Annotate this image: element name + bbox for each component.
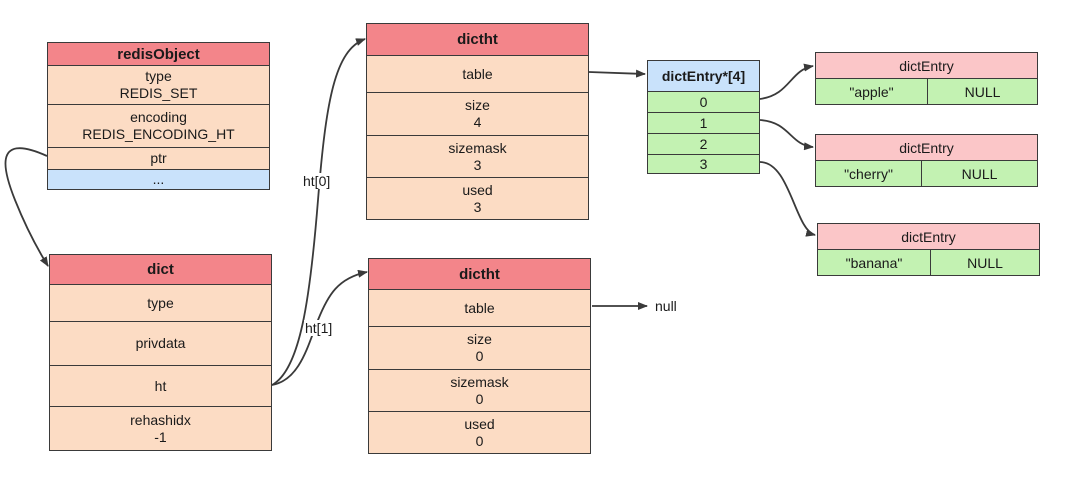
rehashidx-value: -1 [154, 428, 167, 445]
table-array-title: dictEntry*[4] [648, 61, 759, 91]
table-slot-3: 3 [648, 154, 759, 173]
table-array-box: dictEntry*[4] 0 1 2 3 [647, 60, 760, 174]
dict-entry-key: "banana" [818, 250, 930, 275]
redis-object-rest: ... [48, 169, 269, 189]
slot3-to-banana-arrow [759, 161, 816, 237]
redis-object-encoding: encoding REDIS_ENCODING_HT [48, 104, 269, 147]
slot1-to-cherry-arrow [759, 119, 814, 151]
dict-ht: ht [50, 365, 271, 406]
dict-entry-apple: dictEntry "apple" NULL [815, 52, 1038, 105]
dict-entry-title: dictEntry [818, 224, 1039, 250]
redis-object-title: redisObject [48, 43, 269, 65]
rehashidx-label: rehashidx [130, 411, 191, 428]
dict-entry-cherry: dictEntry "cherry" NULL [815, 134, 1038, 187]
dictht-0-table: table [367, 55, 588, 92]
redis-object-box: redisObject type REDIS_SET encoding REDI… [47, 42, 270, 190]
dict-entry-title: dictEntry [816, 135, 1037, 161]
dictht-0-title: dictht [367, 24, 588, 55]
dict-entry-title: dictEntry [816, 53, 1037, 79]
redis-object-type: type REDIS_SET [48, 65, 269, 104]
dictht-1-table: table [369, 289, 590, 326]
encoding-label: encoding [130, 109, 187, 125]
type-value: REDIS_SET [119, 85, 198, 101]
table-slot-1: 1 [648, 112, 759, 133]
null-label: null [654, 298, 678, 314]
table-to-array-arrow [588, 69, 646, 78]
dict-privdata: privdata [50, 321, 271, 365]
table-slot-0: 0 [648, 91, 759, 112]
ht0-label: ht[0] [302, 173, 332, 189]
table-slot-2: 2 [648, 133, 759, 154]
dictht-1-title: dictht [369, 259, 590, 289]
dict-entry-next: NULL [921, 161, 1037, 186]
dict-entry-key: "cherry" [816, 161, 921, 186]
ht1-label: ht[1] [304, 320, 334, 336]
ptr-to-dict-arrow [4, 147, 49, 267]
dict-rehashidx: rehashidx -1 [50, 406, 271, 450]
type-label: type [145, 68, 172, 84]
dict-title: dict [50, 255, 271, 284]
dict-entry-next: NULL [930, 250, 1039, 275]
dict-box: dict type privdata ht rehashidx -1 [49, 254, 272, 451]
dict-type: type [50, 284, 271, 321]
dict-entry-next: NULL [927, 79, 1037, 104]
encoding-value: REDIS_ENCODING_HT [82, 126, 235, 142]
redis-object-ptr: ptr [48, 147, 269, 169]
dict-entry-key: "apple" [816, 79, 927, 104]
ht-to-ht0-arrow [271, 38, 366, 386]
slot0-to-apple-arrow [759, 63, 814, 100]
dict-entry-banana: dictEntry "banana" NULL [817, 223, 1040, 276]
